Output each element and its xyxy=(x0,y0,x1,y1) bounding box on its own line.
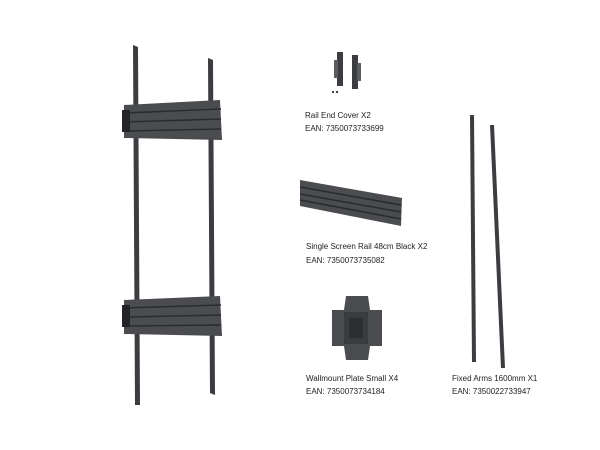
single-screen-rail-image xyxy=(299,180,402,226)
product-ean: EAN: 7350073733699 xyxy=(305,124,384,133)
product-ean: EAN: 7350073734184 xyxy=(306,387,385,396)
product-ean: EAN: 7350073735082 xyxy=(306,256,385,265)
rail-end-cover-image xyxy=(331,52,361,94)
product-name: Fixed Arms 1600mm X1 xyxy=(452,374,538,383)
product-name: Single Screen Rail 48cm Black X2 xyxy=(306,242,428,251)
product-ean: EAN: 7350022733947 xyxy=(452,387,531,396)
product-name: Wallmount Plate Small X4 xyxy=(306,374,399,383)
product-name: Rail End Cover X2 xyxy=(305,111,371,120)
wallmount-plate-image xyxy=(332,296,382,360)
assembled-mount-image xyxy=(122,45,222,405)
fixed-arms-image xyxy=(470,115,505,368)
